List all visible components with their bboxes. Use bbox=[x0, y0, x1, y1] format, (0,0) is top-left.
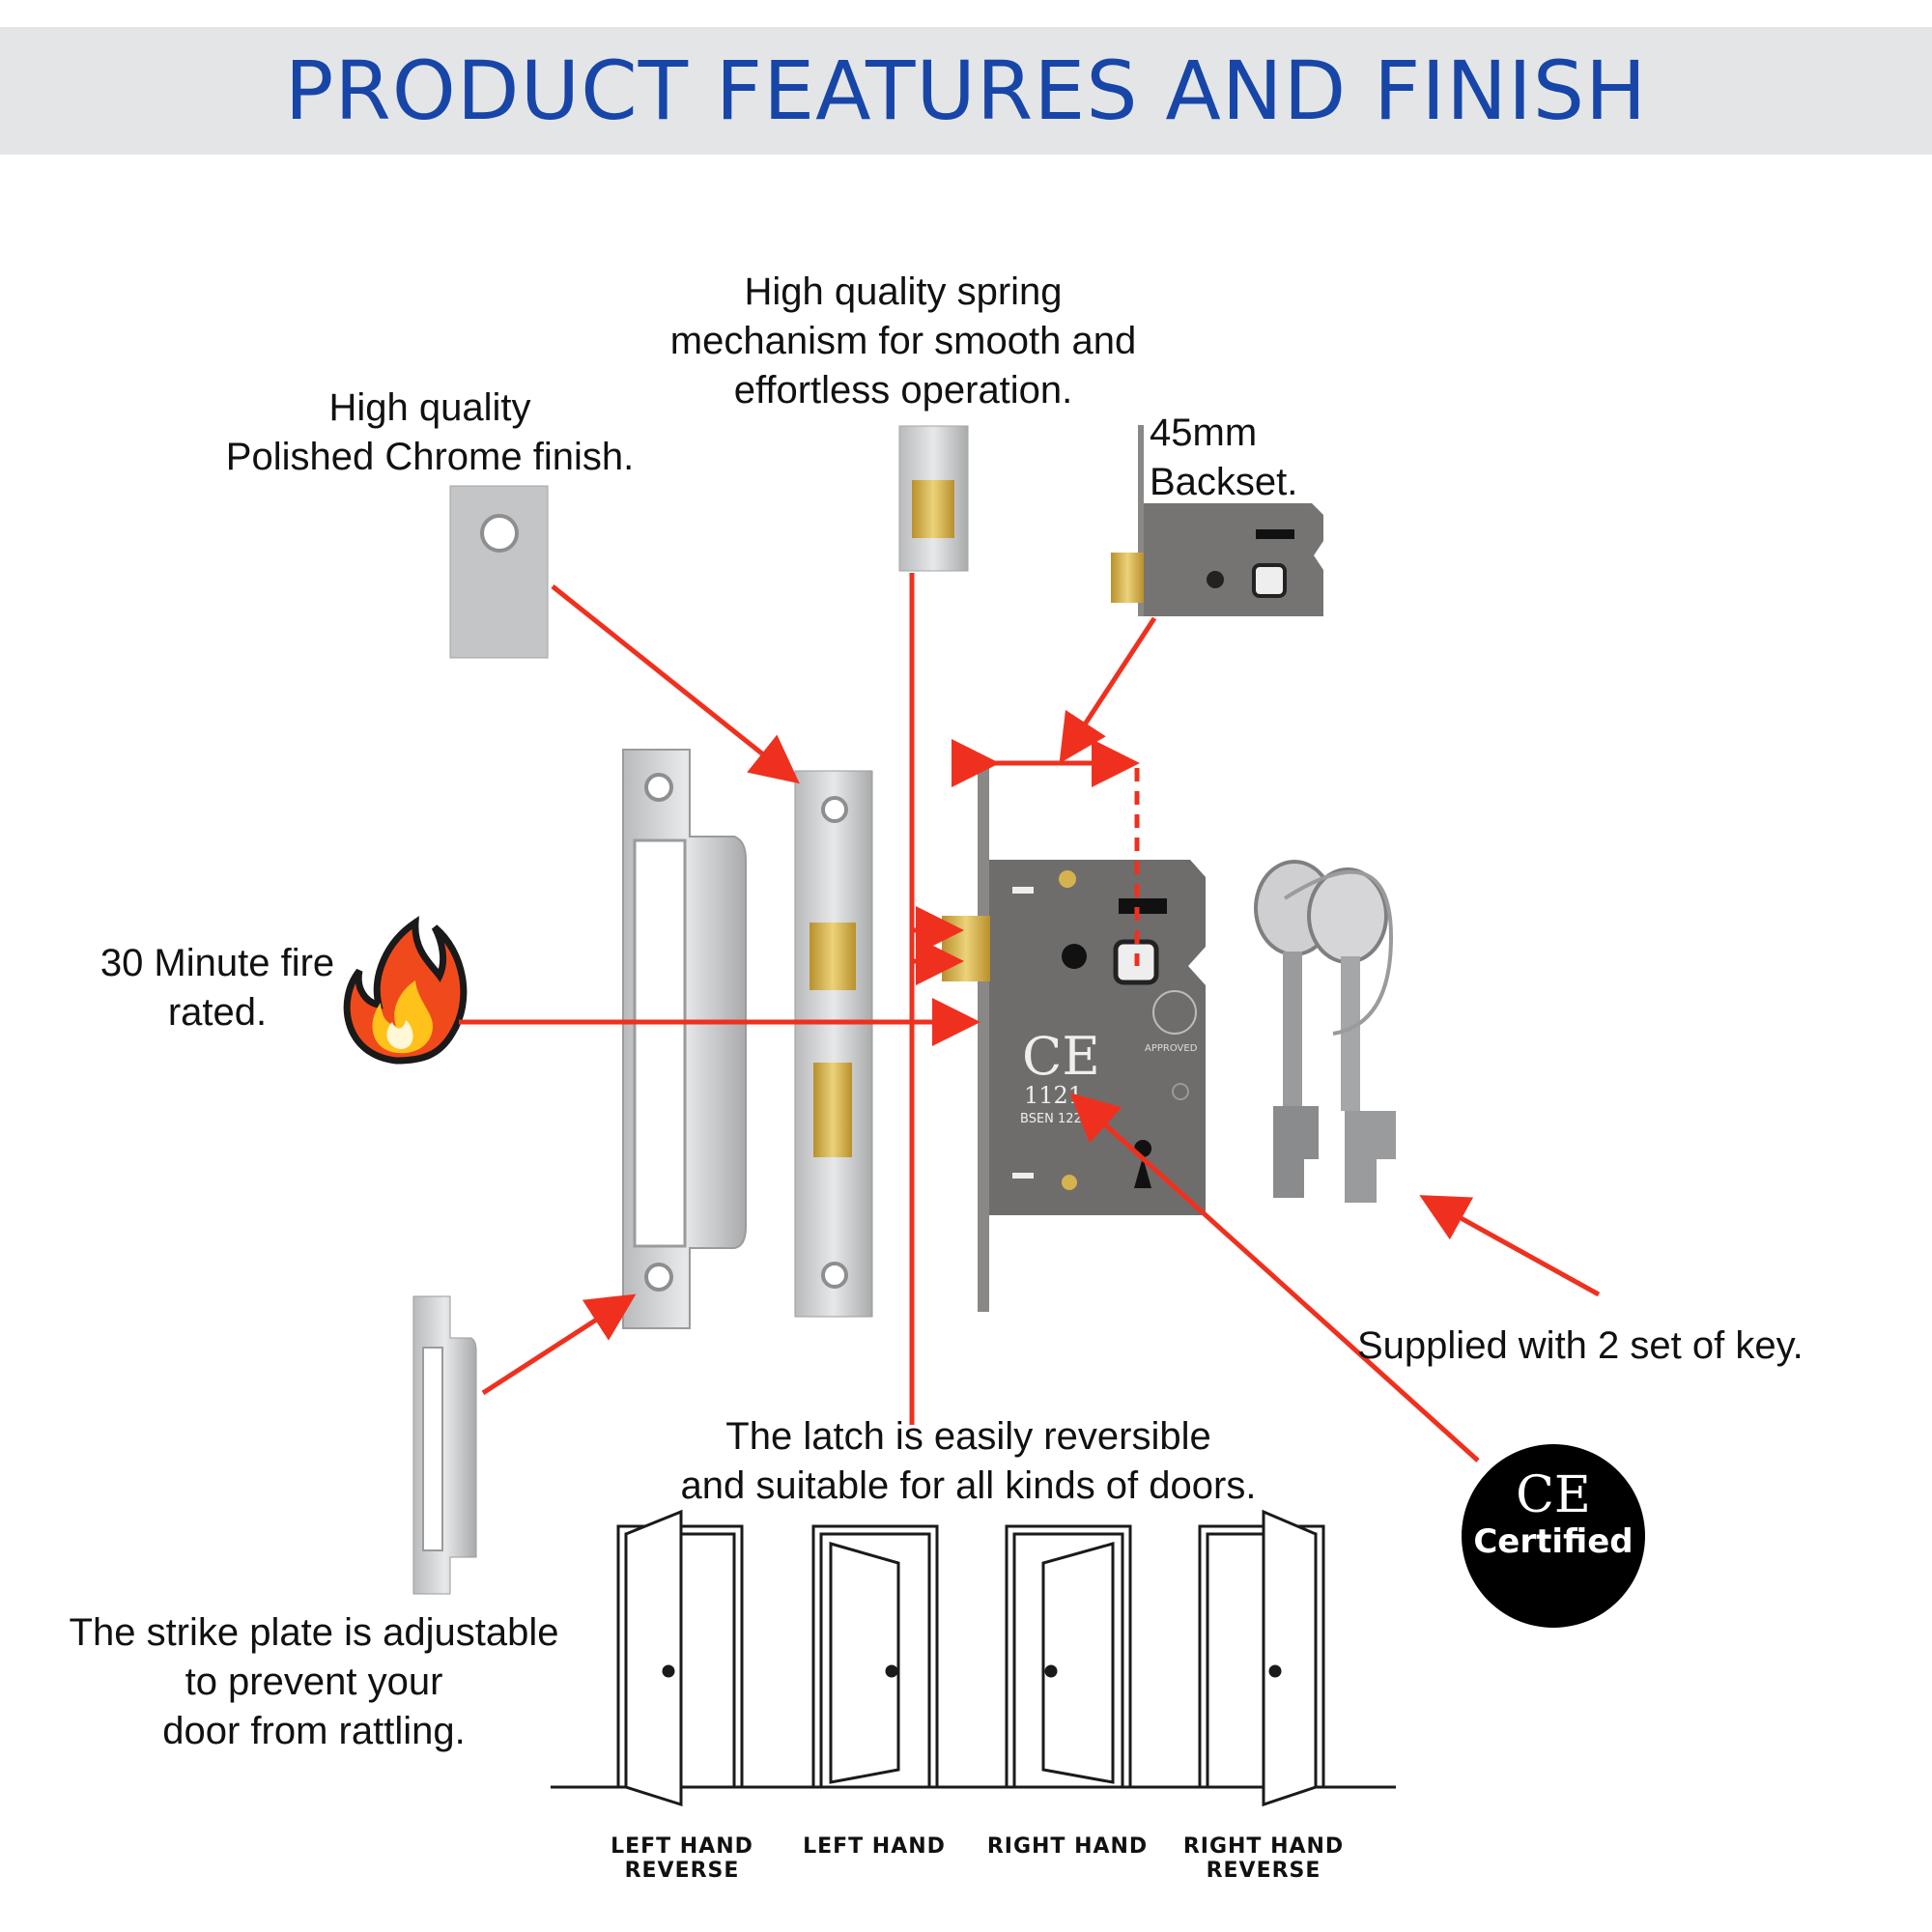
door-left-hand bbox=[811, 1524, 939, 1789]
arrow-ce bbox=[1069, 1093, 1480, 1463]
arrow-backset bbox=[1059, 616, 1157, 764]
door-caption-left-hand: LEFT HAND bbox=[803, 1834, 946, 1859]
door-caption-left-hand-reverse: LEFT HAND REVERSE bbox=[611, 1834, 753, 1883]
lock-ce-mark: CE bbox=[1022, 1026, 1100, 1087]
door-caption-right-hand: RIGHT HAND bbox=[986, 1834, 1149, 1859]
forend-plate bbox=[794, 770, 873, 1318]
arrow-keys bbox=[1419, 1195, 1601, 1297]
callout-strike: The strike plate is adjustable to preven… bbox=[69, 1611, 559, 1752]
strike-plate-small bbox=[412, 1295, 477, 1595]
callout-keys: Supplied with 2 set of key. bbox=[1357, 1324, 1804, 1367]
ce-badge-text: CE Certified bbox=[1462, 1468, 1645, 1561]
door-left-hand-reverse bbox=[616, 1509, 744, 1807]
key-icon bbox=[1254, 860, 1396, 1203]
forend-plate-small bbox=[449, 485, 549, 659]
door-handing-diagram bbox=[551, 1509, 1396, 1807]
callout-arrows bbox=[459, 573, 1601, 1463]
lock-approved: APPROVED bbox=[1145, 1043, 1198, 1054]
ce-badge-label: Certified bbox=[1473, 1522, 1634, 1561]
callout-finish: High quality Polished Chrome finish. bbox=[225, 386, 635, 478]
lock-case-small bbox=[1111, 425, 1323, 616]
page-title: PRODUCT FEATURES AND FINISH bbox=[284, 43, 1648, 138]
ce-badge-mark: CE bbox=[1516, 1466, 1591, 1524]
callout-fire: 30 Minute fire rated. bbox=[99, 942, 335, 1034]
lock-case-main: CE 1121 BSEN 12209 APPROVED bbox=[942, 763, 1206, 1312]
latch-plate-small bbox=[898, 425, 969, 572]
callout-spring: High quality spring mechanism for smooth… bbox=[669, 270, 1137, 412]
ce-certified-badge bbox=[1462, 1444, 1645, 1628]
fire-icon bbox=[343, 916, 468, 1065]
callout-backset: 45mm Backset. bbox=[1150, 412, 1298, 503]
arrow-finish bbox=[551, 584, 800, 784]
door-right-hand-reverse bbox=[1198, 1509, 1325, 1807]
header-banner: PRODUCT FEATURES AND FINISH bbox=[0, 27, 1932, 155]
arrow-strike bbox=[481, 1293, 637, 1396]
door-right-hand bbox=[1005, 1524, 1132, 1789]
lock-standard: BSEN 12209 bbox=[1020, 1112, 1097, 1126]
callout-latch: The latch is easily reversible and suita… bbox=[680, 1415, 1257, 1507]
lock-number: 1121 bbox=[1024, 1082, 1083, 1109]
door-caption-right-hand-reverse: RIGHT HAND REVERSE bbox=[1182, 1834, 1345, 1883]
strike-plate-large bbox=[622, 749, 747, 1329]
